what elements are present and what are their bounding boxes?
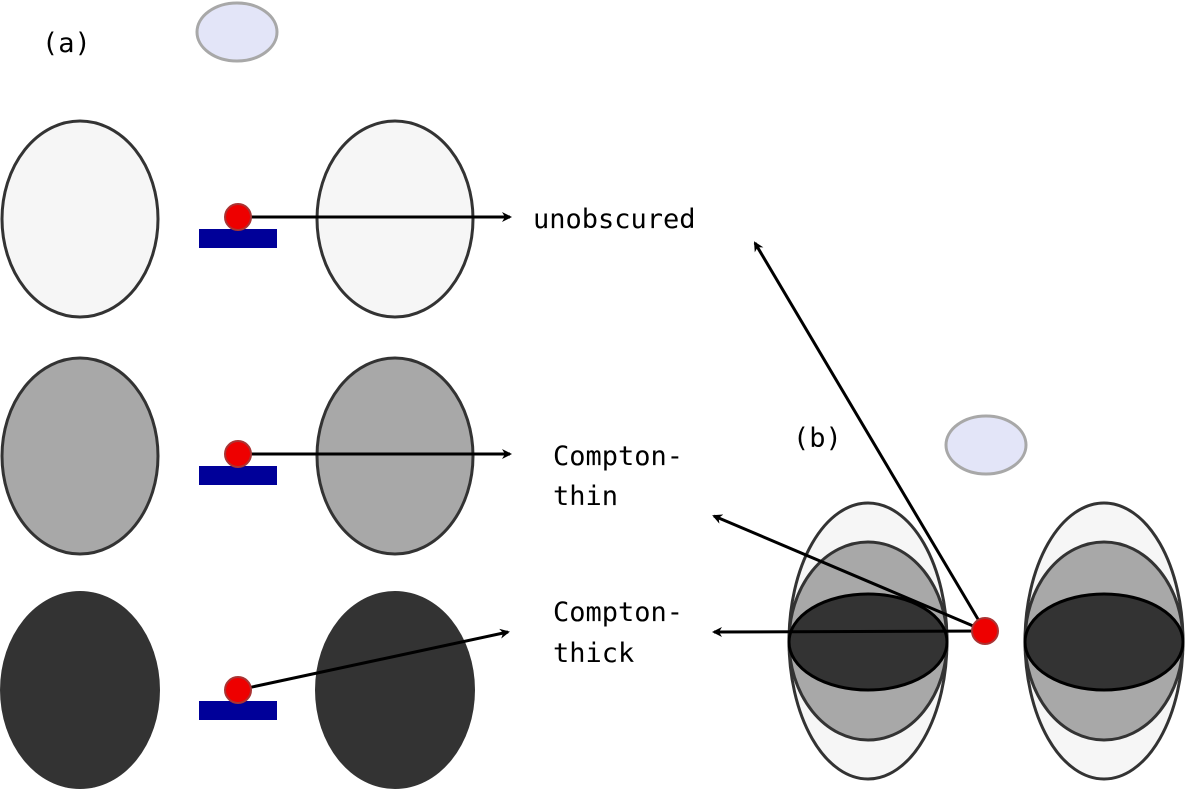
row-unobscured: unobscured: [0, 119, 696, 319]
row-compton-thick: Compton- thick: [0, 591, 683, 789]
panel-b: (b): [712, 241, 1185, 781]
x-ray-source: [224, 676, 252, 704]
torus-left: [0, 591, 160, 789]
x-ray-source: [971, 617, 999, 645]
ray-arrow-unobscured: [753, 241, 987, 632]
torus-left: [0, 356, 160, 556]
ray-arrow-compton-thin: [712, 514, 986, 633]
cloud-icon: [944, 414, 1028, 476]
row-compton-thin: Compton- thin: [0, 356, 683, 556]
accretion-disk: [199, 701, 277, 720]
nested-torus-left: [787, 501, 949, 781]
torus-left: [0, 119, 160, 319]
panel-a-label: (a): [42, 28, 91, 59]
accretion-disk: [199, 466, 277, 485]
ray-arrow: [237, 628, 510, 692]
torus-right: [315, 119, 475, 319]
panel-a: (a) unobscured Compton- thin: [0, 1, 696, 789]
x-ray-source: [224, 440, 252, 468]
label-compton-thick-line1: Compton-: [553, 597, 683, 628]
torus-layer-inner: [1023, 592, 1185, 692]
label-unobscured: unobscured: [533, 204, 696, 235]
torus-right: [315, 356, 475, 556]
torus-layer-inner: [787, 592, 949, 692]
panel-b-label: (b): [793, 423, 842, 454]
label-compton-thin-line2: thin: [553, 481, 618, 512]
nested-torus-right: [1023, 501, 1185, 781]
cloud-icon: [195, 1, 279, 63]
torus-right: [315, 591, 475, 789]
x-ray-source: [224, 203, 252, 231]
label-compton-thick-line2: thick: [553, 638, 634, 669]
accretion-disk: [199, 229, 277, 248]
label-compton-thin-line1: Compton-: [553, 441, 683, 472]
ray-arrow-compton-thick: [712, 626, 986, 637]
